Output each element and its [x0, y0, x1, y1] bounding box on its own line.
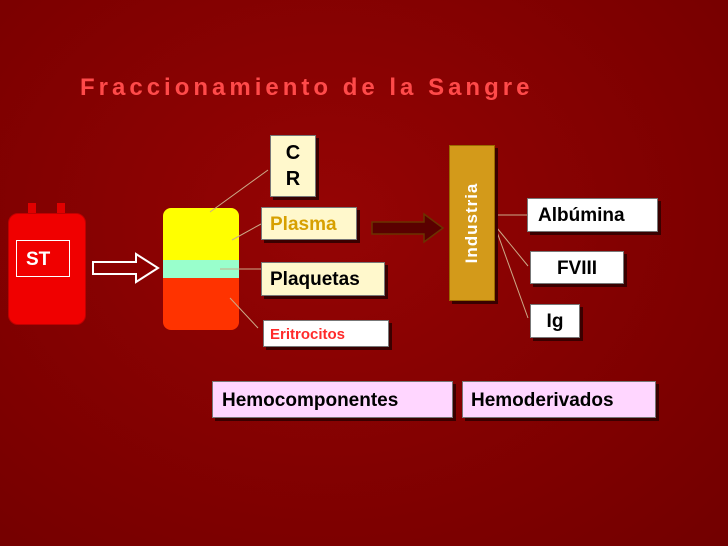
plasma-box: Plasma [261, 207, 357, 240]
plaquetas-box: Plaquetas [261, 262, 385, 296]
cr-box: C R [270, 135, 316, 197]
hemoderivados-box: Hemoderivados [462, 381, 656, 418]
tube-erythrocyte-layer [163, 278, 239, 330]
cr-label-line1: C [285, 142, 301, 164]
tube-plasma-layer [163, 208, 239, 260]
line-industria-ig [496, 231, 529, 319]
industria-label: Industria [462, 182, 481, 264]
hemocomponentes-box: Hemocomponentes [212, 381, 453, 418]
fviii-box: FVIII [530, 251, 624, 284]
line-tube-cr [209, 169, 269, 213]
blood-bag [8, 213, 86, 325]
ig-box: Ig [530, 304, 580, 338]
diagram-title: Fraccionamiento de la Sangre [80, 74, 534, 101]
arrow-bag-to-tube [92, 252, 160, 284]
blood-bag-port [28, 203, 36, 215]
centrifuged-tube [163, 208, 239, 330]
line-industria-fviii [496, 227, 529, 267]
cr-label-line2: R [285, 168, 301, 190]
arrow-plasma-to-industria [371, 212, 445, 244]
line-tube-plasma [231, 223, 262, 241]
blood-bag-label: ST [16, 240, 70, 277]
blood-bag-port [57, 203, 65, 215]
industria-box: Industria [449, 145, 495, 301]
eritrocitos-box: Eritrocitos [263, 320, 389, 347]
line-tube-eritrocitos [229, 297, 259, 329]
albumina-box: Albúmina [527, 198, 658, 232]
tube-platelet-layer [163, 260, 239, 278]
